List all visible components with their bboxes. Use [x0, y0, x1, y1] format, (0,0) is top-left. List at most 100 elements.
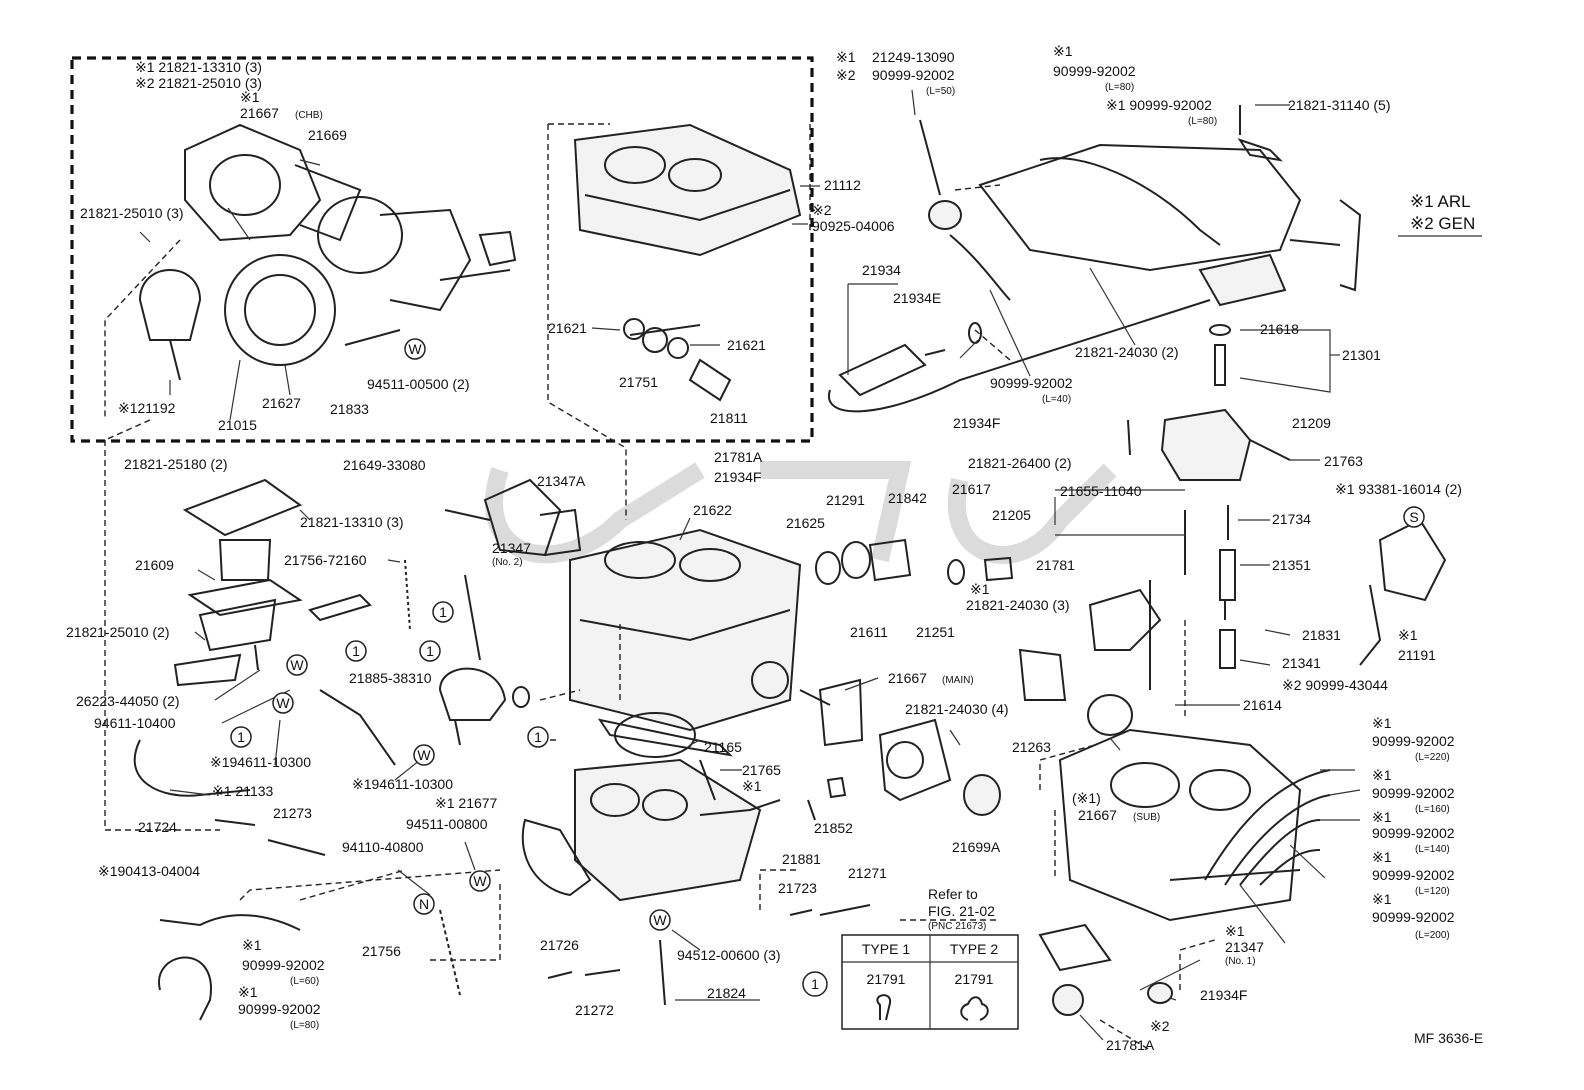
label-h7: 21765: [742, 762, 781, 778]
small-springs: [547, 799, 871, 979]
label-g5: 21347: [492, 540, 531, 556]
label-k20: ※2: [1150, 1018, 1170, 1034]
label-i11: 21756: [362, 943, 401, 959]
label-g6: (No. 2): [492, 557, 523, 568]
label-b3: 90925-04006: [812, 218, 895, 234]
label-a6: 21821-25010 (3): [80, 205, 184, 221]
label-g3: 21347A: [537, 473, 586, 489]
label-b5: 21621: [727, 337, 766, 353]
label-a11: 94511-00500 (2): [367, 376, 469, 392]
label-e10: ※1: [1398, 627, 1418, 643]
label-g2: 21934F: [714, 469, 761, 485]
label-j7: 21272: [575, 1002, 614, 1018]
label-e7: 21831: [1302, 627, 1341, 643]
svg-text:1: 1: [352, 643, 360, 659]
leader-lines: [139, 89, 1361, 1041]
label-i4: ※190413-04004: [98, 863, 200, 879]
label-e6: 21351: [1272, 557, 1311, 573]
label-j3: Refer to: [928, 886, 978, 902]
figure-code: MF 3636-E: [1414, 1030, 1483, 1046]
marker-one: 1: [345, 640, 367, 662]
label-c3: ※2: [836, 67, 856, 83]
choke-housing-assembly: [138, 123, 517, 381]
label-i2: 21273: [273, 805, 312, 821]
label-g7: 21625: [786, 515, 825, 531]
marker-one: 1: [419, 640, 441, 662]
label-c6: 21934: [862, 262, 901, 278]
manifold-and-hoses: [1018, 648, 1331, 1016]
label-d7: 21618: [1260, 321, 1299, 337]
label-d3: (L=80): [1105, 82, 1134, 93]
marker-one: 1: [802, 971, 828, 997]
label-h12: 21881: [782, 851, 821, 867]
label-f1: 21821-25180 (2): [124, 456, 228, 472]
label-e11: 21191: [1398, 647, 1436, 663]
label-g10: 21617: [952, 481, 991, 497]
label-a4-suffix: (CHB): [295, 110, 323, 121]
legend-arl: ※1 ARL: [1410, 192, 1471, 211]
label-h2: 21821-24030 (4): [905, 701, 1009, 717]
label-a2: ※2 21821-25010 (3): [135, 75, 262, 91]
label-e9: ※2 90999-43044: [1282, 677, 1388, 693]
label-a9: 21627: [262, 395, 301, 411]
marker-w: W: [469, 870, 491, 892]
label-h3: 21263: [1012, 739, 1051, 755]
label-b7: 21811: [710, 410, 748, 426]
label-h9: ※1 21677: [435, 795, 498, 811]
label-k15: (L=200): [1415, 930, 1450, 941]
label-g1: 21781A: [714, 449, 763, 465]
label-a10: 21833: [330, 401, 369, 417]
label-k13: ※1: [1372, 891, 1392, 907]
type-table-col1-part: 21791: [867, 971, 906, 987]
label-i1: 21724: [138, 819, 177, 835]
label-f2: 21649-33080: [343, 457, 426, 473]
marker-w: W: [286, 654, 308, 676]
label-f5: 21756-72160: [284, 552, 367, 568]
svg-text:W: W: [417, 747, 431, 763]
subassembly-box: [70, 56, 814, 443]
label-b6: 21751: [619, 374, 658, 390]
label-k11: 90999-92002: [1372, 867, 1455, 883]
label-h6: 21165: [704, 739, 742, 755]
label-d5: (L=80): [1188, 116, 1217, 127]
label-i6: 90999-92002: [242, 957, 325, 973]
right-solenoid-group: [1088, 408, 1447, 690]
label-f11: ※1 21133: [212, 783, 274, 799]
label-e3: 21821-26400 (2): [968, 455, 1072, 471]
label-g9: 21842: [888, 490, 927, 506]
carb-body-bracket: [547, 124, 627, 520]
label-e4: ※1 93381-16014 (2): [1335, 481, 1462, 497]
label-k9: (L=140): [1415, 844, 1450, 855]
carburetor-top-21112: [573, 123, 802, 402]
label-h1-suffix: (MAIN): [942, 675, 974, 686]
label-k1: ※1: [1372, 715, 1392, 731]
label-a5: 21669: [308, 127, 347, 143]
label-d2: 90999-92002: [1053, 63, 1136, 79]
label-b2: ※2: [812, 202, 832, 218]
marker-w: W: [413, 744, 435, 766]
label-j1: 21723: [778, 880, 817, 896]
label-g8: 21291: [826, 492, 865, 508]
svg-text:W: W: [290, 657, 304, 673]
label-i3: 94110-40800: [342, 839, 424, 855]
marker-w: W: [404, 338, 426, 360]
washers-group: [815, 538, 1014, 585]
label-e12: 21614: [1243, 697, 1282, 713]
circled-markers: W W W W W W N S: [230, 338, 1425, 931]
label-a4: 21667: [240, 105, 279, 121]
label-j5: (PNC 21673): [928, 921, 986, 932]
label-c8: 21934F: [953, 415, 1000, 431]
choke-opener: [438, 667, 530, 746]
label-k3: (L=220): [1415, 752, 1450, 763]
linkages: [133, 559, 481, 1021]
label-k8: 90999-92002: [1372, 825, 1455, 841]
svg-text:S: S: [1409, 509, 1418, 525]
label-i10: (L=80): [290, 1020, 319, 1031]
label-g13: 21781: [1036, 557, 1075, 573]
marker-w: W: [272, 692, 294, 714]
label-f4: 21609: [135, 557, 174, 573]
svg-text:1: 1: [811, 976, 819, 992]
label-a1: ※1 21821-13310 (3): [135, 59, 262, 75]
top-right-hoses: [919, 105, 1362, 386]
